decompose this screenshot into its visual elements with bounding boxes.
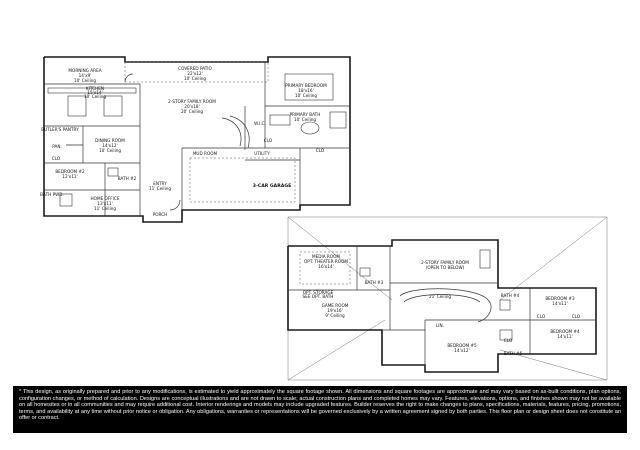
media-room-label: MEDIA ROOM: [312, 254, 340, 259]
svg-text:10' Ceiling: 10' Ceiling: [74, 78, 96, 83]
svg-text:22'x12': 22'x12': [187, 71, 202, 76]
garage-label: 3-CAR GARAGE: [253, 183, 292, 189]
svg-text:14'x11': 14'x11': [557, 334, 572, 339]
bedroom4-label: BEDROOM #4: [550, 329, 580, 334]
ceiling-21-label: 21' Ceiling: [429, 294, 451, 299]
svg-text:(OPEN TO BELOW): (OPEN TO BELOW): [426, 265, 465, 270]
bedroom5-label: BEDROOM #5: [447, 343, 477, 348]
svg-text:18'x16': 18'x16': [298, 88, 313, 93]
disclaimer-text: * This design, as originally prepared an…: [13, 386, 627, 433]
bedroom2-label: BEDROOM #2: [55, 169, 85, 174]
svg-text:10' Ceiling: 10' Ceiling: [295, 93, 317, 98]
bedroom3-label: BEDROOM #3: [545, 296, 575, 301]
svg-text:11' Ceiling: 11' Ceiling: [149, 186, 171, 191]
pantry-label: PAN.: [52, 144, 62, 149]
bath3-label: BATH #3: [365, 280, 384, 285]
svg-text:10' Ceiling: 10' Ceiling: [84, 94, 106, 99]
svg-text:CLO: CLO: [316, 148, 325, 153]
svg-text:CLO: CLO: [537, 314, 546, 319]
second-floor-plan: MEDIA ROOM OPT. THEATER ROOM 16'x14' 2-S…: [287, 216, 608, 381]
svg-text:CLO: CLO: [264, 138, 273, 143]
svg-text:16'x14': 16'x14': [318, 264, 333, 269]
svg-text:13'x11': 13'x11': [97, 201, 112, 206]
svg-text:11' Ceiling: 11' Ceiling: [94, 206, 116, 211]
svg-text:OPT. THEATER ROOM: OPT. THEATER ROOM: [304, 259, 348, 264]
svg-text:CLO: CLO: [52, 156, 61, 161]
wic-label: W.I.C.: [254, 121, 266, 126]
first-floor-plan: MORNING AREA 14'x9' 10' Ceiling COVERED …: [40, 56, 351, 223]
svg-text:10' Ceiling: 10' Ceiling: [294, 117, 316, 122]
storage-label: OPT. STORAGE: [303, 290, 334, 295]
utility-label: UTILITY: [254, 151, 270, 156]
svg-text:9' Ceiling: 9' Ceiling: [325, 313, 345, 318]
svg-text:14'x9': 14'x9': [79, 73, 92, 78]
porch-label: PORCH: [153, 212, 168, 217]
linen-label: LIN.: [436, 323, 444, 328]
home-office-label: HOME OFFICE: [91, 196, 120, 201]
svg-text:20'x18': 20'x18': [184, 104, 199, 109]
bath2-label: BATH #2: [118, 176, 137, 181]
kitchen-label: KITCHEN: [86, 86, 104, 91]
dining-room-label: DINING ROOM: [95, 138, 125, 143]
morning-area-label: MORNING AREA: [68, 68, 101, 73]
svg-text:10' Ceiling: 10' Ceiling: [99, 148, 121, 153]
svg-text:CLO: CLO: [504, 338, 513, 343]
primary-bath-label: PRIMARY BATH: [290, 112, 321, 117]
game-room-label: GAME ROOM: [322, 303, 349, 308]
svg-text:SEE OPT. BATH: SEE OPT. BATH: [303, 294, 334, 299]
svg-text:19'x16': 19'x16': [327, 308, 342, 313]
svg-text:CLO: CLO: [572, 314, 581, 319]
svg-text:20' Ceiling: 20' Ceiling: [181, 109, 203, 114]
butlers-pantry-label: BUTLER'S PANTRY: [41, 127, 79, 132]
svg-text:14'x11': 14'x11': [552, 301, 567, 306]
covered-patio-label: COVERED PATIO: [178, 66, 212, 71]
svg-text:14'x12': 14'x12': [454, 348, 469, 353]
svg-text:14'x12': 14'x12': [102, 143, 117, 148]
bath-pwd-label: BATH PWD.: [40, 192, 64, 197]
bath5-label: BATH #5: [504, 351, 523, 356]
svg-text:12'x11': 12'x11': [62, 174, 77, 179]
mud-room-label: MUD ROOM: [193, 151, 218, 156]
family-room-label: 2-STORY FAMILY ROOM: [168, 99, 216, 104]
family-open-label: 2-STORY FAMILY ROOM: [421, 260, 469, 265]
svg-text:15'x14': 15'x14': [87, 90, 102, 95]
entry-label: ENTRY: [153, 181, 167, 186]
primary-bedroom-label: PRIMARY BEDROOM: [285, 83, 327, 88]
bath4-label: BATH #4: [501, 293, 520, 298]
svg-text:10' Ceiling: 10' Ceiling: [184, 76, 206, 81]
